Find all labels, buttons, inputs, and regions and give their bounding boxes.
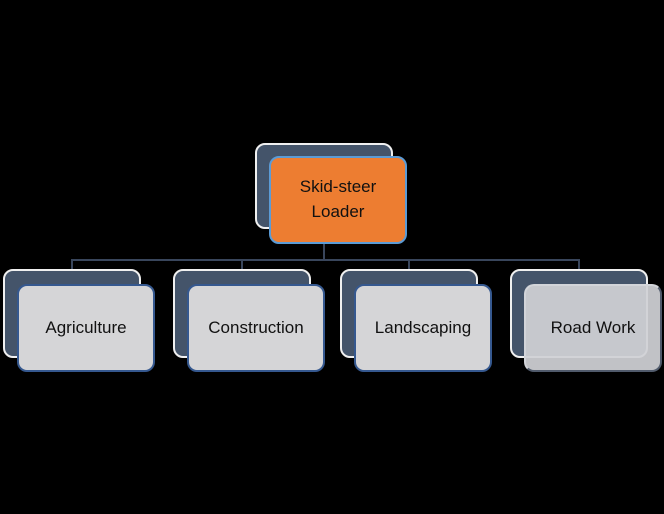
node-agriculture[interactable]: Agriculture: [3, 269, 155, 373]
node-skid-steer-loader-shape: Skid-steer Loader: [269, 156, 407, 244]
node-agriculture-label: Agriculture: [45, 317, 127, 337]
node-road-work[interactable]: Road Work: [510, 269, 662, 373]
node-construction-label: Construction: [208, 317, 304, 337]
node-landscaping-label: Landscaping: [374, 317, 472, 337]
node-construction-shape: Construction: [187, 284, 325, 372]
node-road-work-shape: Road Work: [524, 284, 662, 372]
node-construction[interactable]: Construction: [173, 269, 325, 373]
node-landscaping[interactable]: Landscaping: [340, 269, 492, 373]
node-skid-steer-loader-label: Skid-steer Loader: [299, 177, 377, 221]
node-landscaping-shape: Landscaping: [354, 284, 492, 372]
node-skid-steer-loader[interactable]: Skid-steer Loader: [255, 143, 407, 247]
node-road-work-label: Road Work: [550, 317, 636, 337]
node-agriculture-shape: Agriculture: [17, 284, 155, 372]
